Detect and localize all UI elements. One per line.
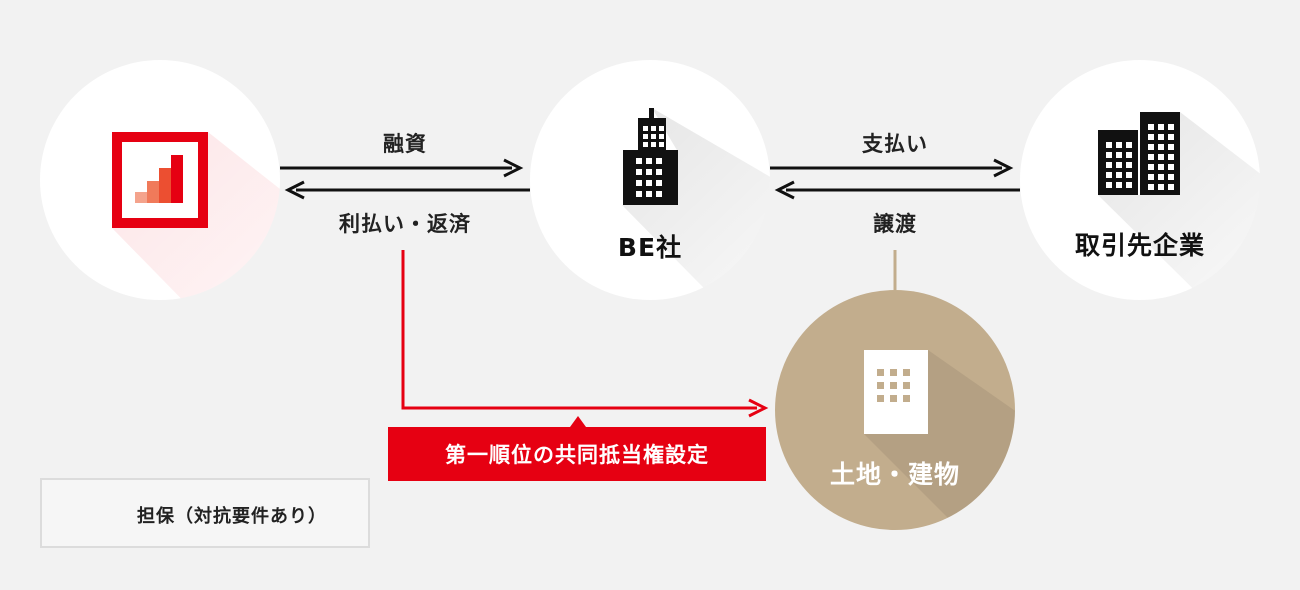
mortgage-banner-label: 第一順位の共同抵当権設定 — [445, 443, 709, 467]
window-pane — [636, 191, 642, 197]
repayment-label: 利払い・返済 — [339, 212, 471, 236]
window-pane — [1148, 184, 1154, 190]
window-pane — [903, 369, 910, 376]
window-pane — [659, 142, 664, 147]
window-pane — [646, 158, 652, 164]
window-pane — [1158, 134, 1164, 140]
partner-label: 取引先企業 — [1074, 231, 1206, 260]
window-pane — [1158, 124, 1164, 130]
window-pane — [656, 180, 662, 186]
property-building-icon — [864, 350, 928, 434]
window-pane — [890, 382, 897, 389]
window-pane — [1126, 142, 1132, 148]
window-pane — [1158, 164, 1164, 170]
window-pane — [1148, 164, 1154, 170]
window-pane — [890, 395, 897, 402]
window-pane — [903, 395, 910, 402]
window-pane — [636, 158, 642, 164]
window-pane — [651, 142, 656, 147]
window-pane — [643, 134, 648, 139]
window-pane — [1116, 172, 1122, 178]
window-pane — [1106, 142, 1112, 148]
window-pane — [877, 395, 884, 402]
window-pane — [1168, 154, 1174, 160]
window-pane — [1116, 152, 1122, 158]
window-pane — [1148, 154, 1154, 160]
collateral-arrow — [401, 250, 769, 427]
window-pane — [1148, 134, 1154, 140]
window-pane — [1168, 144, 1174, 150]
window-pane — [1158, 174, 1164, 180]
window-pane — [1126, 162, 1132, 168]
window-pane — [1106, 182, 1112, 188]
window-pane — [877, 369, 884, 376]
window-pane — [651, 126, 656, 131]
property-node — [775, 290, 1015, 530]
window-pane — [646, 169, 652, 175]
window-pane — [1106, 172, 1112, 178]
window-pane — [646, 180, 652, 186]
window-pane — [1116, 182, 1122, 188]
window-pane — [659, 126, 664, 131]
financing-label: 融資 — [383, 132, 427, 156]
window-pane — [1126, 152, 1132, 158]
legend-label: 担保（対抗要件あり） — [137, 506, 327, 527]
financing-arrow — [280, 158, 524, 178]
payment-arrow — [770, 158, 1014, 178]
window-pane — [1168, 124, 1174, 130]
property-label: 土地・建物 — [829, 460, 961, 489]
window-pane — [1158, 154, 1164, 160]
window-pane — [1168, 134, 1174, 140]
bank-logo-icon — [112, 132, 208, 228]
legend-box: 担保（対抗要件あり） — [40, 478, 370, 548]
window-pane — [1158, 144, 1164, 150]
window-pane — [877, 382, 884, 389]
window-pane — [1168, 174, 1174, 180]
window-pane — [1126, 182, 1132, 188]
window-pane — [1106, 152, 1112, 158]
mortgage-banner: 第一順位の共同抵当権設定 — [388, 427, 766, 481]
window-pane — [656, 158, 662, 164]
window-pane — [659, 134, 664, 139]
window-pane — [1116, 162, 1122, 168]
partner-node — [1020, 60, 1260, 300]
window-pane — [890, 369, 897, 376]
window-pane — [1148, 124, 1154, 130]
transfer-label: 譲渡 — [873, 212, 917, 236]
window-pane — [1126, 172, 1132, 178]
be-label: BE社 — [617, 233, 683, 262]
window-pane — [1158, 184, 1164, 190]
window-pane — [1148, 174, 1154, 180]
window-pane — [903, 382, 910, 389]
window-pane — [651, 134, 656, 139]
window-pane — [656, 191, 662, 197]
window-pane — [656, 169, 662, 175]
window-pane — [1168, 184, 1174, 190]
window-pane — [636, 180, 642, 186]
window-pane — [1116, 142, 1122, 148]
window-pane — [1106, 162, 1112, 168]
be-node — [530, 60, 770, 300]
window-pane — [1168, 164, 1174, 170]
lender-node — [40, 60, 280, 300]
window-pane — [643, 126, 648, 131]
window-pane — [636, 169, 642, 175]
window-pane — [646, 191, 652, 197]
window-pane — [1148, 144, 1154, 150]
payment-label: 支払い — [862, 132, 928, 156]
transfer-arrow — [774, 180, 1020, 200]
window-pane — [643, 142, 648, 147]
building-windows — [636, 124, 1174, 402]
repayment-arrow — [284, 180, 530, 200]
